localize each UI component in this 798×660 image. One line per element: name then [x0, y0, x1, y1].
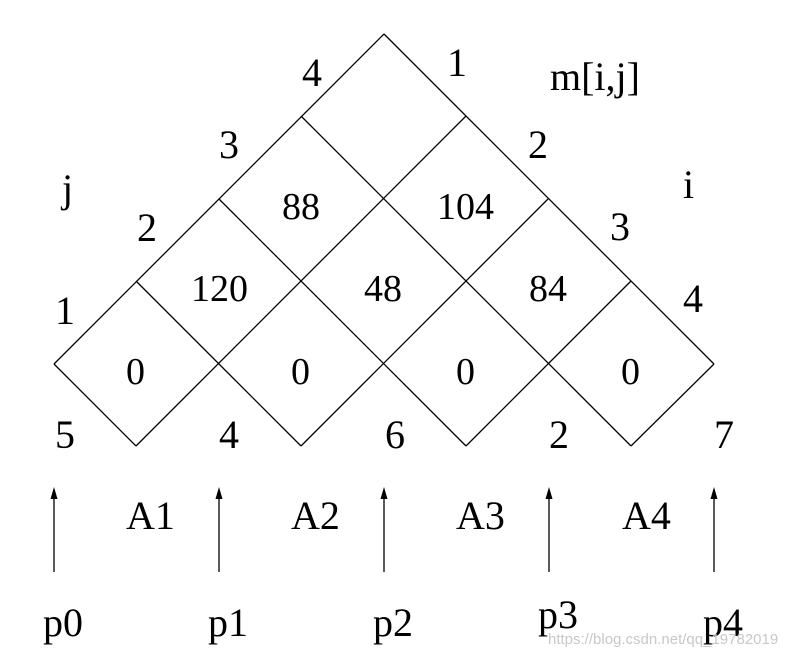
i-index-1: 1	[447, 40, 467, 85]
cell-m23: 48	[364, 268, 402, 310]
diamond-grid	[53, 33, 715, 447]
i-index-4: 4	[683, 276, 703, 321]
matrix-label-a1: A1	[126, 493, 175, 538]
j-index-2: 2	[137, 205, 157, 250]
p-label-2: p2	[373, 600, 413, 645]
grid-edge-right	[383, 33, 715, 365]
i-axis-label: i	[683, 162, 694, 207]
arrow-p3	[545, 487, 553, 572]
matrix-label-a2: A2	[291, 493, 340, 538]
arrow-p0	[50, 487, 58, 572]
grid-line-dr-2	[135, 280, 302, 447]
grid-line-ur-4	[630, 363, 715, 447]
arrow-p2	[380, 487, 388, 572]
j-index-3: 3	[219, 122, 239, 167]
cell-m11: 0	[126, 351, 145, 393]
cell-m22: 0	[291, 351, 310, 393]
grid-line-ur-2	[300, 198, 549, 447]
cell-m24: 104	[437, 186, 494, 228]
j-index-1: 1	[55, 288, 75, 333]
p-label-3: p3	[538, 592, 578, 637]
dimension-value-1: 4	[219, 412, 239, 457]
dimension-value-4: 7	[714, 412, 734, 457]
arrow-p4	[710, 487, 718, 572]
cell-m34: 84	[529, 268, 567, 310]
i-index-2: 2	[528, 122, 548, 167]
p-label-1: p1	[208, 600, 248, 645]
diagram-title: m[i,j]	[550, 54, 640, 99]
cell-m12: 120	[191, 268, 248, 310]
p-label-4: p4	[703, 600, 743, 645]
dimension-value-2: 6	[385, 412, 405, 457]
matrix-label-a4: A4	[622, 493, 671, 538]
cell-m44: 0	[621, 351, 640, 393]
watermark-text: https://blog.csdn.net/qq_19782019	[548, 631, 778, 648]
grid-line-dr-3	[218, 198, 467, 447]
matrix-label-a3: A3	[456, 493, 505, 538]
grid-line-dr-1	[53, 363, 137, 447]
p-label-0: p0	[43, 600, 83, 645]
dimension-value-3: 2	[549, 412, 569, 457]
dimension-value-0: 5	[55, 412, 75, 457]
arrow-p1	[215, 487, 223, 572]
j-index-4: 4	[302, 50, 322, 95]
i-index-3: 3	[610, 204, 630, 249]
cell-m13: 88	[282, 186, 320, 228]
grid-line-dr-4	[300, 115, 632, 447]
j-axis-label: j	[60, 166, 73, 211]
cell-m33: 0	[456, 351, 475, 393]
